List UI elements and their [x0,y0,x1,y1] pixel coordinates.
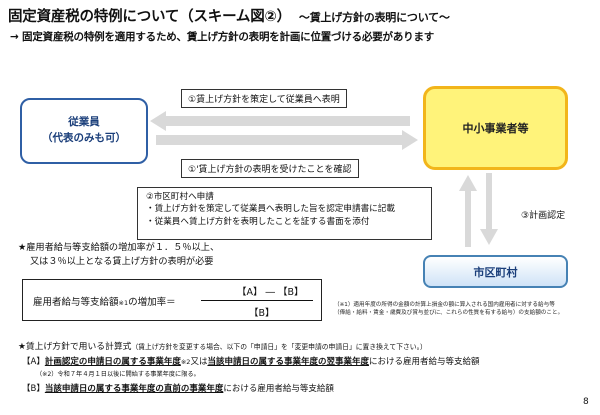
page-subtitle-suffix: ～賃上げ方針の表明について～ [298,11,450,24]
page-subtitle: → 固定資産税の特例を適用するため、賃上げ方針の表明を計画に位置づける必要があり… [10,31,435,43]
calc-line-b: 【B】当該申請日の属する事業年度の直前の事業年度における雇用者給与等支給額 [22,384,334,394]
step2-box: ②市区町村へ申請 ・賃上げ方針を策定して従業員へ表明した旨を認定申請書に記載 ・… [137,187,432,240]
employee-label: 従業員 [68,116,100,129]
page-title: 固定資産税の特例について（スキーム図②）～賃上げ方針の表明について～ [8,9,450,25]
arrow-employer-to-employee [150,111,410,131]
calc-title: ★賃上げ方針で用いる計算式（賃上げ方針を変更する場合、以下の「申請日」を「変更申… [18,342,427,352]
formula-denominator: 【B】 [249,308,275,319]
formula-box: 雇用者給与等支給額※1の増加率＝ 【A】 ― 【B】 【B】 [22,279,322,321]
formula-numerator: 【A】 ― 【B】 [237,287,304,298]
arrow-employer-to-city [480,173,498,245]
page-number: 8 [583,397,589,407]
condition-line1: ★雇用者給与等支給額の増加率が１．５％以上、 [18,242,220,253]
footnote-1: （※1）適用年度の所得の金額の計算上損金の額に算入される国内雇用者に対する給与等… [334,302,564,317]
arrow-employee-to-employer [156,130,418,150]
footnote-2: （※2）令和７年４月１日以後に開始する事業年度に限る。 [36,371,200,378]
step2-line2: ・従業員へ賃上げ方針を表明したことを証する書面を添付 [146,216,370,227]
condition-line2: 又は３％以上となる賃上げ方針の表明が必要 [30,255,214,267]
formula-label: 雇用者給与等支給額※1の増加率＝ [33,297,176,308]
calc-title-note: （賃上げ方針を変更する場合、以下の「申請日」を「変更申請の申請日」に置き換えて下… [131,343,427,351]
formula-note-mark: ※1 [118,299,129,307]
city-node: 市区町村 [423,255,568,288]
calc-line-a: 【A】計画認定の申請日の属する事業年度※2又は当該申請日の属する事業年度の翌事業… [22,357,480,367]
step1-label: ①賃上げ方針を策定して従業員へ表明 [181,89,347,108]
sme-node: 中小事業者等 [423,86,568,170]
arrow-city-to-employer [459,175,477,247]
step2-line1: ・賃上げ方針を策定して従業員へ表明した旨を認定申請書に記載 [146,204,395,215]
employee-sublabel: （代表のみも可） [42,132,126,144]
fraction-line [201,300,313,301]
step3-label: ③計画認定 [521,211,566,221]
step1b-label: ①'賃上げ方針の表明を受けたことを確認 [181,159,359,178]
employee-node: 従業員 （代表のみも可） [20,98,148,164]
step2-title: ②市区町村へ申請 [146,192,214,202]
condition-text: ★雇用者給与等支給額の増加率が１．５％以上、 又は３％以上となる賃上げ方針の表明… [18,241,219,269]
